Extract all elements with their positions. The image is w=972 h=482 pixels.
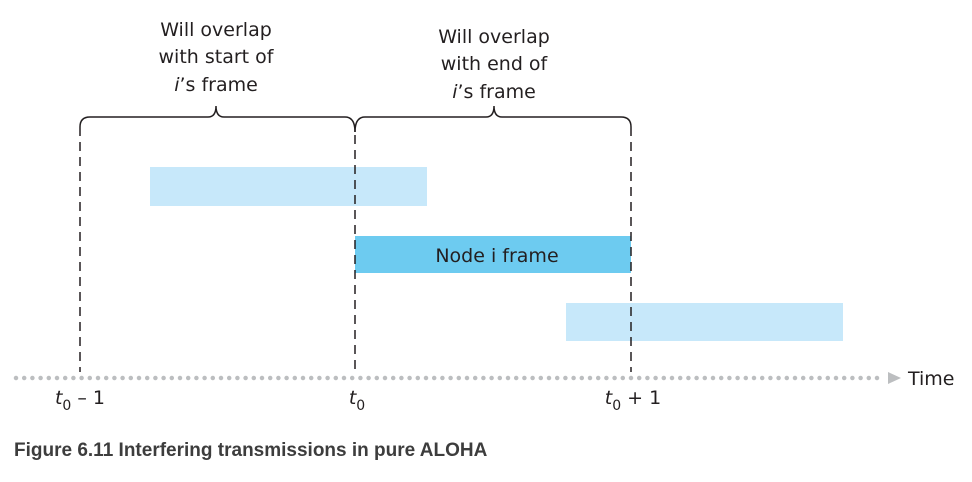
time-axis-label: Time	[907, 368, 955, 390]
node-i-frame	[355, 236, 631, 273]
tick-subscript: 0	[356, 398, 365, 414]
bracket-start	[79, 105, 356, 133]
italic-i: i	[174, 74, 180, 96]
italic-i: i	[452, 81, 458, 103]
late-frame	[566, 303, 843, 341]
tick-suffix: – 1	[71, 387, 105, 409]
bracket-end-label-line3: i’s frame	[452, 81, 536, 103]
tick-label-t0-minus-1: t0 – 1	[55, 387, 105, 414]
node-i-frame-label: Node i frame	[435, 245, 558, 267]
tick-label-t0-plus-1: t0 + 1	[605, 387, 661, 414]
bracket-start-label-line3: i’s frame	[174, 74, 258, 96]
tick-label-t0: t0	[349, 387, 365, 414]
tick-subscript: 0	[612, 398, 621, 414]
tick-suffix: + 1	[621, 387, 661, 409]
bracket-end	[354, 105, 632, 133]
tick-base: t	[55, 387, 64, 409]
bracket-start-label-line1: Will overlap	[160, 19, 272, 41]
bracket-end-label-line2: with end of	[441, 53, 549, 75]
tick-base: t	[605, 387, 614, 409]
bracket-start-label-line2: with start of	[159, 46, 275, 68]
tick-subscript: 0	[62, 398, 71, 414]
bracket-end-label-line1: Will overlap	[438, 26, 550, 48]
frame-suffix: ’s frame	[179, 74, 257, 96]
frame-suffix: ’s frame	[457, 81, 535, 103]
figure-caption: Figure 6.11 Interfering transmissions in…	[14, 440, 488, 461]
time-axis-arrowhead	[888, 372, 901, 384]
tick-base: t	[349, 387, 358, 409]
early-frame	[150, 167, 427, 206]
